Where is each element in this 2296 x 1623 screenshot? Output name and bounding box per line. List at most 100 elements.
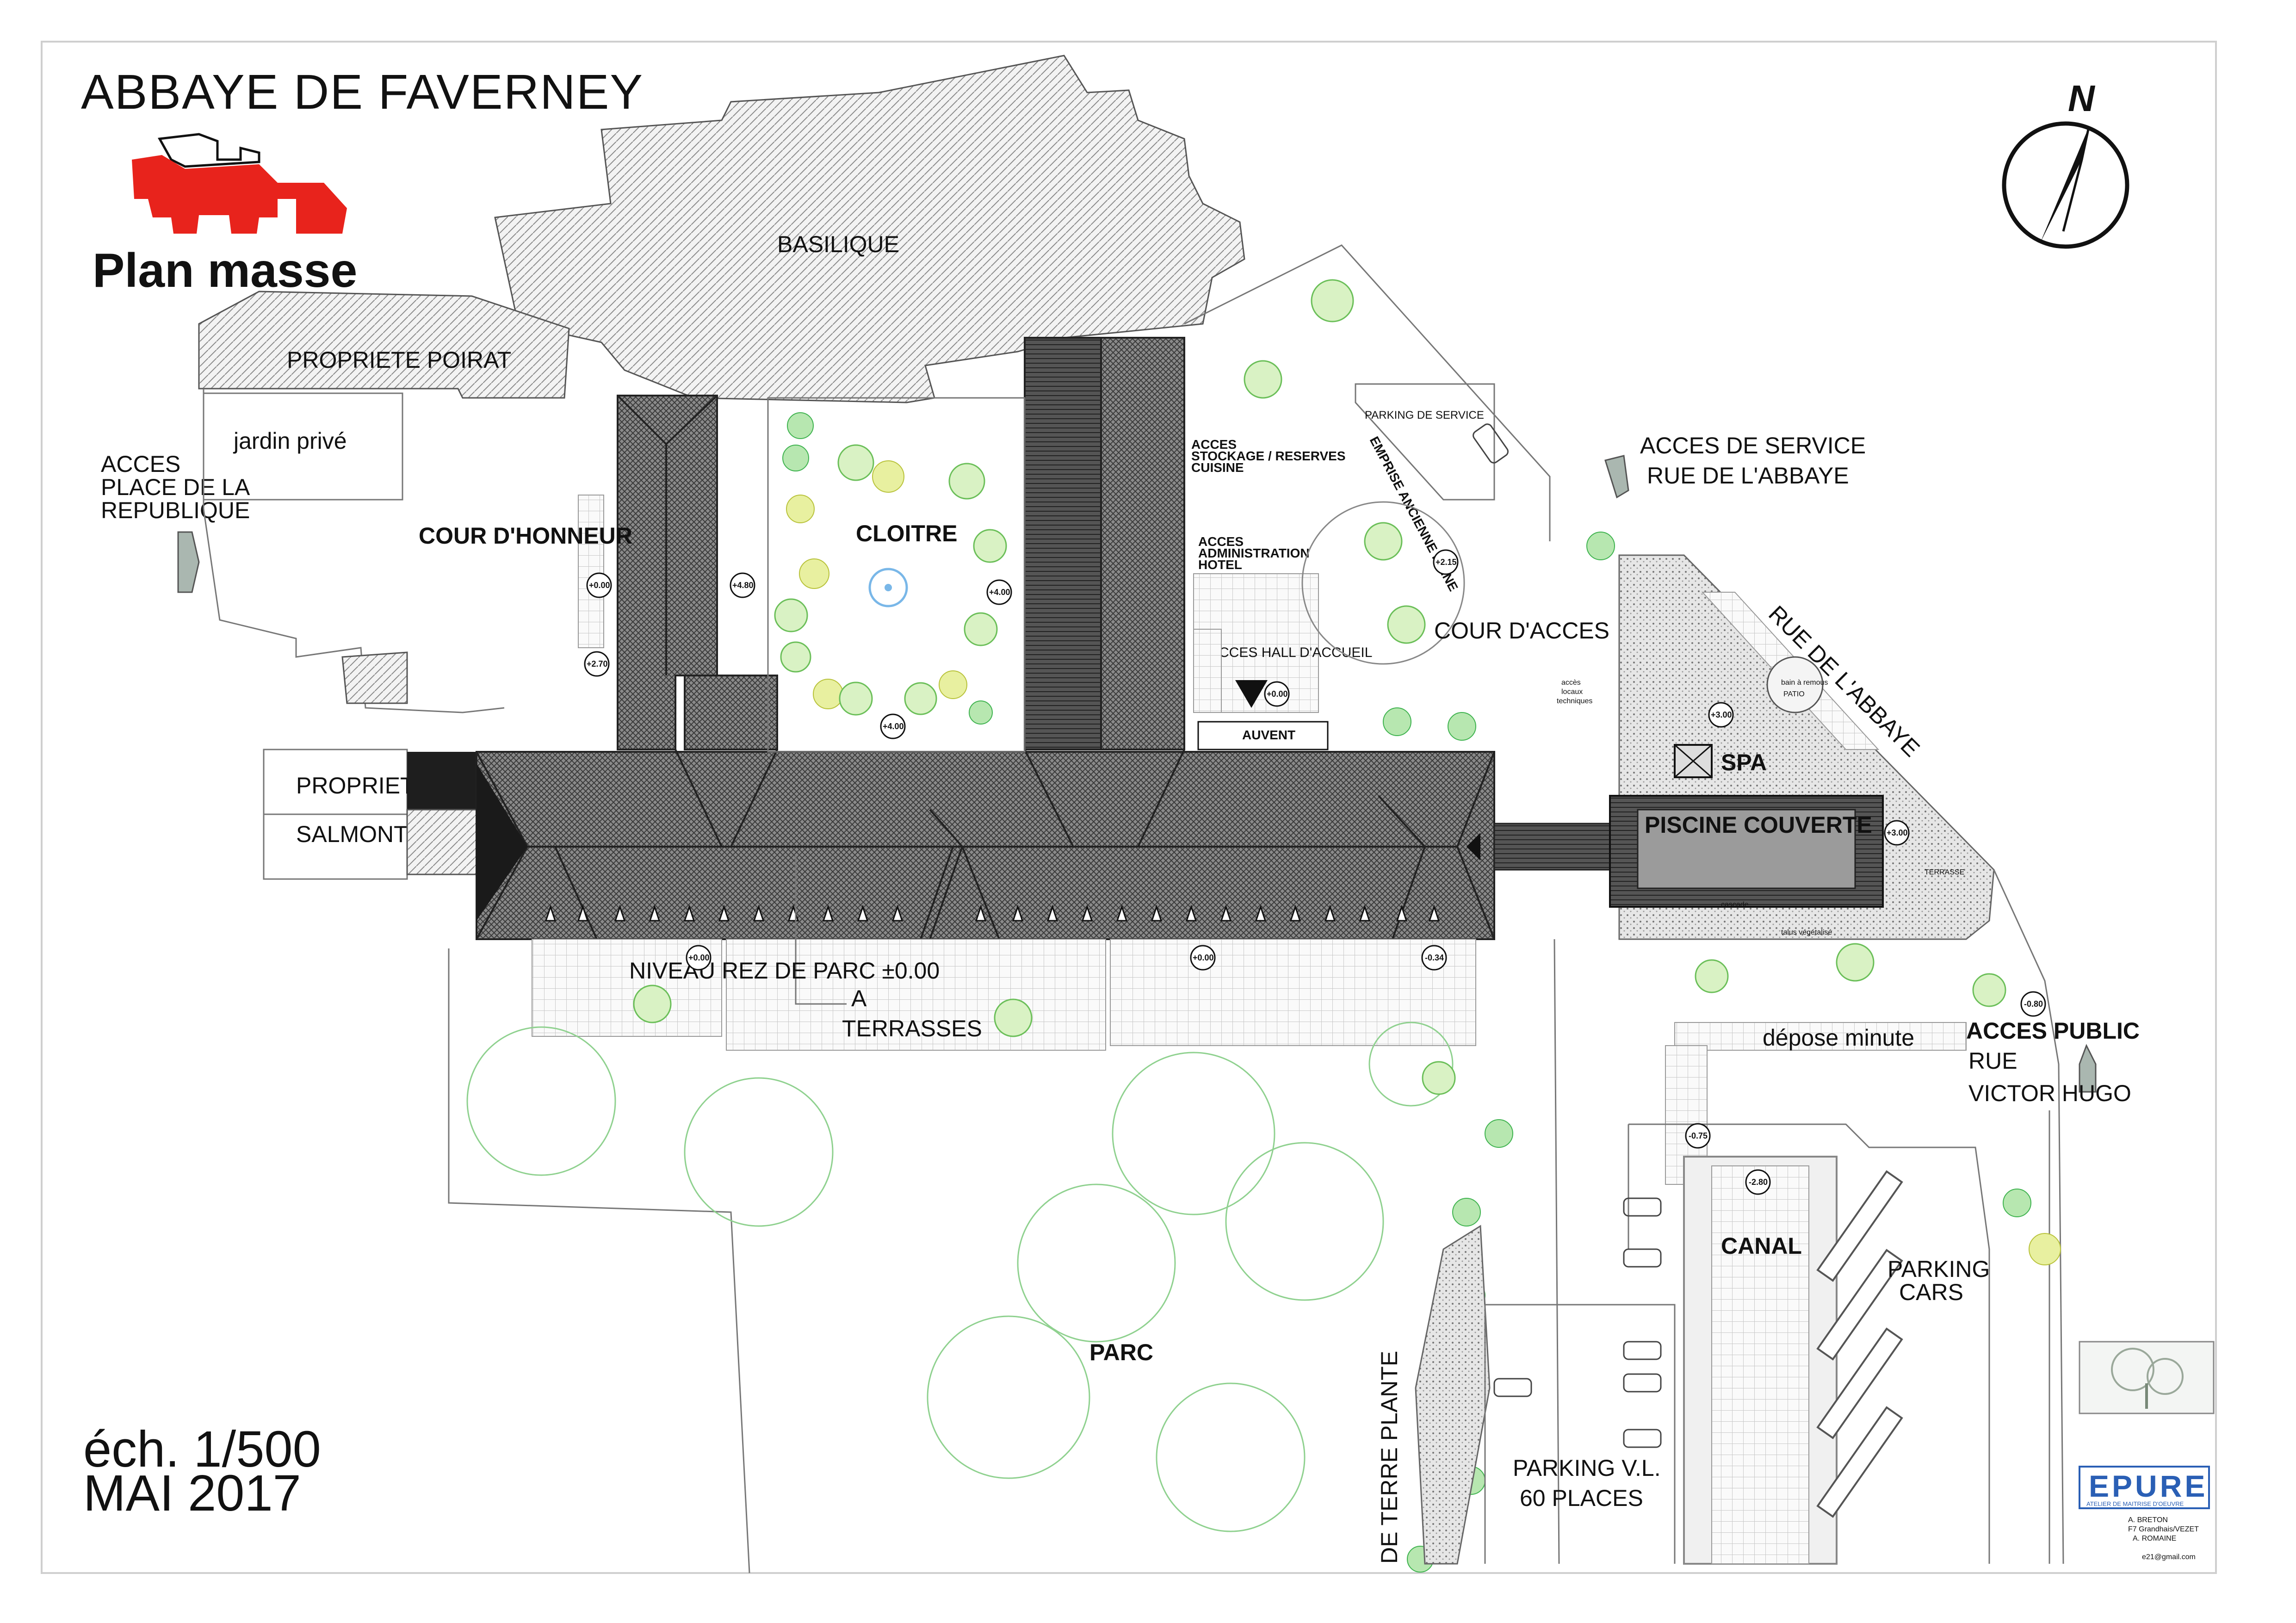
scale-label: éch. 1/500	[83, 1421, 321, 1478]
cour-honneur-label: COUR D'HONNEUR	[419, 523, 632, 549]
cloitre-label: CLOITRE	[856, 520, 957, 546]
auvent-outline	[1197, 721, 1329, 750]
svg-text:-0.34: -0.34	[1425, 953, 1444, 962]
parking-cars-label-2: CARS	[1899, 1279, 1963, 1305]
acces-place-label-2: PLACE DE LA	[101, 474, 250, 500]
terrasse-east	[1110, 939, 1476, 1046]
svg-text:+3.00: +3.00	[1887, 828, 1908, 837]
section-mark: A	[851, 985, 867, 1011]
acces-public-label-2: RUE	[1968, 1048, 2018, 1074]
plan-subtitle: Plan masse	[93, 244, 357, 297]
parking-vl-label-1: PARKING V.L.	[1513, 1455, 1661, 1481]
parking-vl-cars	[1493, 1197, 1662, 1448]
acces-admin-label-1: ACCES	[1198, 534, 1244, 549]
spa-label: SPA	[1721, 750, 1767, 775]
terrasse-label: TERRASSE	[1925, 868, 1964, 876]
depose-label: dépose minute	[1763, 1025, 1914, 1051]
terre-plante-strip	[1415, 1225, 1491, 1565]
parking-vl-label-2: 60 PLACES	[1520, 1485, 1643, 1511]
north-arrow: N	[2002, 78, 2129, 249]
svg-text:+3.00: +3.00	[1711, 710, 1732, 719]
depose-minute-lane	[1674, 1022, 1967, 1051]
svg-text:+4.00: +4.00	[883, 722, 904, 731]
acces-stockage-label-1: ACCES	[1191, 437, 1237, 452]
credit-email: e21@gmail.com	[2142, 1553, 2196, 1561]
acces-public-label-1: ACCES PUBLIC	[1966, 1018, 2140, 1044]
credit-line-1: A. BRETON	[2128, 1516, 2168, 1524]
access-arrow-east	[2079, 1044, 2097, 1093]
auvent-label: AUVENT	[1242, 728, 1295, 742]
acces-locaux-label-3: techniques	[1557, 697, 1592, 705]
cour-acces-label: COUR D'ACCES	[1434, 618, 1609, 644]
acces-stockage-label-2: STOCKAGE / RESERVES	[1191, 449, 1346, 463]
drawing-frame	[41, 41, 2217, 1574]
cloitre-trees	[774, 412, 1007, 725]
parking-cars-label-1: PARKING	[1888, 1256, 1990, 1282]
propriete-salmont-label-2: SALMONT	[296, 821, 408, 847]
acces-place-label-1: ACCES	[101, 451, 180, 477]
acces-service-label-2: RUE DE L'ABBAYE	[1647, 463, 1849, 489]
covered-walkway	[1493, 823, 1611, 871]
parking-service-outline	[1184, 244, 1551, 541]
propriete-poirat-label: PROPRIETE POIRAT	[287, 347, 511, 373]
epure-logo-box	[2079, 1466, 2210, 1509]
cascade-label: cascade	[1721, 901, 1749, 909]
acces-service-label-1: ACCES DE SERVICE	[1640, 433, 1866, 458]
title-block: EPURE ATELIER DE MAITRISE D'OEUVRE A. BR…	[2079, 1341, 2215, 1561]
svg-text:+4.00: +4.00	[989, 588, 1010, 597]
acces-stockage-label-3: CUISINE	[1191, 460, 1244, 475]
acces-admin-label-2: ADMINISTRATION	[1198, 546, 1310, 560]
credit-line-3: A. ROMAINE	[2133, 1535, 2176, 1542]
svg-text:+4.80: +4.80	[732, 581, 754, 590]
talus-label: talus végétalisé	[1781, 929, 1832, 936]
svg-text:-2.80: -2.80	[1749, 1177, 1768, 1187]
abbey-main-wing-roof	[476, 751, 1495, 940]
terrasses-label: TERRASSES	[842, 1016, 982, 1041]
access-arrow-service	[1604, 455, 1629, 499]
service-car	[1473, 423, 1509, 464]
svg-text:+0.00: +0.00	[1193, 953, 1214, 962]
svg-text:+0.00: +0.00	[589, 581, 610, 590]
svg-text:+2.70: +2.70	[587, 659, 608, 669]
acces-locaux-label-1: accès	[1561, 679, 1581, 687]
parc-label: PARC	[1089, 1339, 1153, 1365]
terrasse-center	[726, 939, 1106, 1051]
north-letter: N	[2068, 78, 2096, 119]
site-outline-west	[203, 389, 505, 713]
epure-tagline: ATELIER DE MAITRISE D'OEUVRE	[2086, 1500, 2184, 1507]
acces-admin-label-3: HOTEL	[1198, 558, 1242, 572]
cour-honneur-stairs	[578, 495, 604, 648]
acces-public-label-3: VICTOR HUGO	[1968, 1080, 2131, 1106]
bain-remous	[1766, 656, 1824, 713]
niveau-label: NIVEAU REZ DE PARC ±0.00	[629, 958, 940, 984]
svg-text:+0.00: +0.00	[688, 953, 710, 962]
cour-acces-circle	[1301, 501, 1465, 665]
park-boundary	[448, 939, 1560, 1573]
parking-cars-bays	[1816, 1170, 1903, 1518]
entrance-arrow	[1235, 680, 1268, 708]
parking-service-label: PARKING DE SERVICE	[1365, 409, 1484, 421]
dormer-row	[545, 904, 1440, 922]
svg-text:+0.00: +0.00	[1267, 689, 1288, 699]
small-annex	[341, 651, 408, 704]
propriete-poirat	[198, 291, 570, 399]
credit-line-2: F7 Grandhais/VEZET	[2128, 1525, 2199, 1533]
acces-hall-label: ACCES HALL D'ACCUEIL	[1210, 645, 1372, 660]
date-label: MAI 2017	[83, 1465, 301, 1522]
cloitre-outline	[767, 397, 1026, 753]
terre-plante-label: DE TERRE PLANTE	[1376, 1351, 1402, 1564]
elevation-markers: +0.00 +4.80 +4.00 +2.70 +4.00 +0.00 +2.1…	[584, 549, 2046, 1195]
section-line	[795, 856, 847, 1005]
rue-victor-hugo-edge	[1993, 869, 2064, 1564]
parking-area-outline	[1628, 1123, 1990, 1564]
patio-label: PATIO	[1783, 690, 1805, 698]
svg-text:+2.15: +2.15	[1436, 558, 1457, 567]
plan-title: ABBAYE DE FAVERNEY	[81, 65, 644, 119]
acces-locaux-label-2: locaux	[1561, 688, 1583, 696]
svg-text:-0.80: -0.80	[2024, 999, 2043, 1009]
propriete-salmont-outline	[263, 749, 408, 880]
abbey-logo	[132, 133, 347, 234]
parking-vl-outline	[1484, 1304, 1676, 1564]
dark-wall-block	[407, 752, 477, 810]
